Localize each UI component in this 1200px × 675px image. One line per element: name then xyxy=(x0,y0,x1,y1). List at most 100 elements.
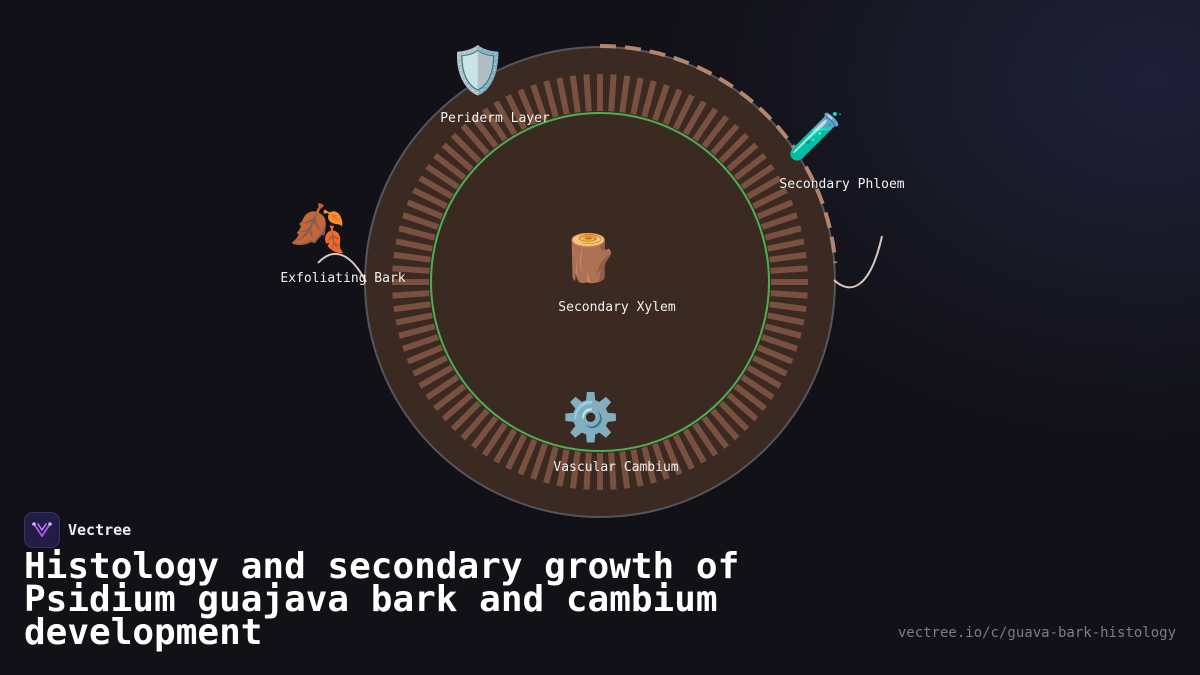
radial-ray xyxy=(505,434,528,470)
radial-ray xyxy=(672,94,695,130)
vascular-cambium-ring xyxy=(430,112,770,452)
radial-ray xyxy=(530,84,548,122)
radial-ray xyxy=(505,94,528,130)
radial-ray xyxy=(392,290,430,299)
radial-ray xyxy=(412,354,448,377)
radial-ray xyxy=(746,175,782,200)
radial-ray xyxy=(770,290,808,299)
radial-ray xyxy=(402,212,440,230)
vectree-logo-icon xyxy=(24,512,60,548)
page-title: Histology and secondary growth of Psidiu… xyxy=(24,546,740,653)
radial-ray xyxy=(701,115,730,149)
radial-ray xyxy=(517,88,538,126)
radial-ray xyxy=(450,132,482,164)
wood-log-icon: 🪵 xyxy=(561,231,619,285)
radial-ray xyxy=(692,422,719,457)
radial-ray xyxy=(740,163,775,190)
radial-ray xyxy=(418,364,454,389)
radial-ray xyxy=(433,152,467,181)
secondary-xylem-label: Secondary Xylem xyxy=(558,300,676,315)
radial-ray xyxy=(726,392,759,422)
vascular-cambium-label: Vascular Cambium xyxy=(553,460,679,475)
radial-ray xyxy=(543,446,559,484)
radial-ray xyxy=(481,422,508,457)
radial-ray xyxy=(746,364,782,389)
bark-connector-line xyxy=(317,252,367,283)
radial-ray xyxy=(764,225,802,241)
periderm-layer-label: Periderm Layer xyxy=(440,111,550,126)
radial-ray xyxy=(402,334,440,352)
radial-ray xyxy=(425,163,460,190)
radial-ray xyxy=(630,449,644,487)
radial-ray xyxy=(692,107,719,142)
radial-ray xyxy=(569,75,581,113)
radial-ray xyxy=(733,383,767,412)
radial-ray xyxy=(769,251,807,263)
radial-ray xyxy=(481,107,508,142)
shield-icon: 🛡️ xyxy=(449,43,507,97)
radial-ray xyxy=(569,451,581,489)
radial-ray xyxy=(395,312,433,326)
radial-ray xyxy=(543,80,559,118)
radial-ray xyxy=(412,187,448,210)
radial-ray xyxy=(433,383,467,412)
radial-ray xyxy=(710,408,740,441)
radial-ray xyxy=(726,142,759,172)
periderm-dashed-arc xyxy=(599,44,838,264)
radial-ray xyxy=(418,175,454,200)
radial-ray xyxy=(425,374,460,401)
radial-ray xyxy=(652,442,670,480)
radial-ray xyxy=(760,334,798,352)
radial-ray-ring xyxy=(392,74,808,490)
radial-ray xyxy=(652,84,670,122)
radial-ray xyxy=(441,392,474,422)
secondary-phloem-label: Secondary Phloem xyxy=(779,177,905,192)
brand[interactable]: Vectree xyxy=(24,512,131,548)
radial-ray xyxy=(493,100,518,136)
radial-ray xyxy=(752,354,788,377)
radial-ray xyxy=(718,400,750,432)
radial-ray xyxy=(556,77,570,115)
source-url[interactable]: vectree.io/c/guava-bark-histology xyxy=(897,625,1176,641)
radial-ray xyxy=(583,74,592,112)
radial-ray xyxy=(764,323,802,339)
radial-ray xyxy=(392,265,430,274)
radial-ray xyxy=(556,449,570,487)
radial-ray xyxy=(619,451,631,489)
gear-icon: ⚙️ xyxy=(562,390,620,444)
radial-ray xyxy=(767,238,805,252)
radial-ray xyxy=(530,442,548,480)
radial-ray xyxy=(406,344,444,365)
radial-ray xyxy=(767,312,805,326)
radial-ray xyxy=(710,123,740,156)
test-tube-icon: 🧪 xyxy=(787,109,845,163)
radial-ray xyxy=(682,428,707,464)
radial-ray xyxy=(493,428,518,464)
radial-ray xyxy=(460,408,490,441)
radial-ray xyxy=(641,80,657,118)
radial-ray xyxy=(619,75,631,113)
radial-ray xyxy=(662,88,683,126)
radial-ray xyxy=(393,251,431,263)
radial-ray xyxy=(470,115,499,149)
radial-ray xyxy=(756,344,794,365)
radial-ray xyxy=(395,238,433,252)
radial-ray xyxy=(393,301,431,313)
radial-ray xyxy=(682,100,707,136)
radial-ray xyxy=(406,199,444,220)
radial-ray xyxy=(641,446,657,484)
radial-ray xyxy=(718,132,750,164)
radial-ray xyxy=(608,74,617,112)
radial-ray xyxy=(517,438,538,476)
radial-ray xyxy=(460,123,490,156)
brand-name: Vectree xyxy=(68,521,132,539)
radial-ray xyxy=(630,77,644,115)
radial-ray xyxy=(760,212,798,230)
radial-ray xyxy=(662,438,683,476)
radial-ray xyxy=(770,265,808,274)
radial-ray xyxy=(441,142,474,172)
radial-ray xyxy=(672,434,695,470)
radial-ray xyxy=(583,452,592,490)
radial-ray xyxy=(701,415,730,449)
